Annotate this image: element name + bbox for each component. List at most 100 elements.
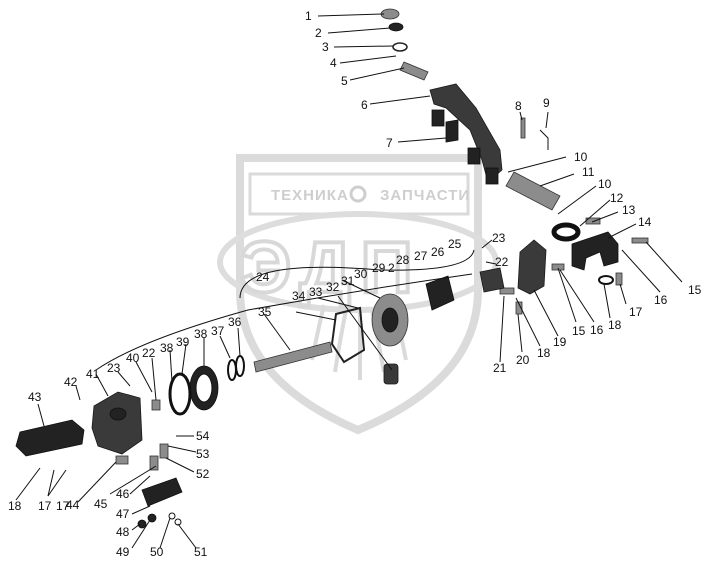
callout-46: 46 — [116, 487, 130, 501]
callout-16b: 16 — [590, 323, 604, 337]
part-20-bolt — [515, 301, 523, 315]
part-9-cotter — [539, 129, 549, 150]
callout-29: 29 — [372, 261, 386, 275]
part-5-pin — [399, 61, 429, 81]
watermark-logo-oval — [217, 211, 499, 313]
callout-42: 42 — [64, 375, 78, 389]
part-43-lever — [15, 419, 85, 457]
callout-23a: 23 — [492, 231, 506, 245]
callout-18b: 18 — [537, 346, 551, 360]
callout-17c: 17 — [56, 499, 70, 513]
watermark-shield — [236, 154, 482, 435]
part-44-nut — [115, 455, 129, 465]
part-36-37-rings — [227, 355, 245, 381]
parts — [15, 8, 649, 529]
callout-44: 44 — [66, 498, 80, 512]
callout-15b: 15 — [572, 324, 586, 338]
callout-38: 38 — [194, 327, 208, 341]
part-14-bracket — [571, 231, 619, 271]
part-41-housing — [91, 391, 143, 455]
callout-22b: 22 — [142, 346, 156, 360]
callout-5: 5 — [341, 74, 348, 88]
callout-25: 25 — [448, 237, 462, 251]
part-38-39-bearing — [168, 365, 219, 416]
callout-39: 39 — [176, 335, 190, 349]
callout-53: 53 — [196, 447, 210, 461]
callout-28: 28 — [396, 253, 410, 267]
part-25-plunger — [479, 267, 505, 293]
part-40-pin — [151, 399, 161, 411]
callout-15a: 15 — [688, 283, 702, 297]
callout-48: 48 — [116, 525, 130, 539]
part-35-shaft — [253, 341, 333, 373]
part-17-pin-right — [615, 272, 623, 286]
part-6-lever-arm — [429, 83, 503, 185]
part-8-bolt — [520, 117, 526, 139]
watermark: ТЕХНИКА ЗАПЧАСТИ ЭДП — [217, 154, 499, 435]
callout-43: 43 — [28, 390, 42, 404]
callout-20: 20 — [516, 353, 530, 367]
part-12-seal — [551, 222, 581, 242]
part-15-bolt — [631, 237, 649, 244]
callout-2b: 2 — [388, 261, 395, 275]
callout-13: 13 — [622, 203, 636, 217]
callout-40: 40 — [126, 351, 140, 365]
callout-3: 3 — [322, 40, 329, 54]
callout-18a: 18 — [608, 318, 622, 332]
callout-49: 49 — [116, 545, 130, 559]
part-45-46-fittings — [149, 443, 169, 471]
callout-54: 54 — [196, 429, 210, 443]
callout-16a: 16 — [654, 293, 668, 307]
part-48-49-bolts — [137, 513, 157, 529]
part-16-nut — [551, 263, 565, 271]
callout-23b: 23 — [107, 361, 121, 375]
callout-6: 6 — [361, 98, 368, 112]
watermark-text-right: ЗАПЧАСТИ — [380, 187, 470, 204]
callout-17b: 17 — [38, 499, 52, 513]
callout-17a: 17 — [629, 305, 643, 319]
callout-41: 41 — [86, 367, 100, 381]
callout-51: 51 — [194, 545, 208, 559]
callout-10a: 10 — [574, 150, 588, 164]
part-50-51-washers — [168, 512, 182, 526]
callout-8: 8 — [515, 99, 522, 113]
callout-18c: 18 — [8, 499, 22, 513]
part-32-screw — [383, 363, 399, 385]
watermark-gear-icon — [349, 185, 367, 203]
part-18-washer-right — [598, 275, 614, 285]
leader-lines — [15, 13, 683, 549]
callout-38b: 38 — [160, 341, 174, 355]
callout-30: 30 — [354, 267, 368, 281]
part-11-shaft — [505, 171, 561, 211]
callout-labels: 1 2 3 4 5 6 7 8 9 10 11 10 12 13 14 15 1… — [8, 9, 702, 559]
callout-14: 14 — [638, 215, 652, 229]
callout-37: 37 — [211, 324, 225, 338]
part-19-bracket — [517, 239, 547, 295]
callout-2: 2 — [315, 26, 322, 40]
callout-24: 24 — [256, 270, 270, 284]
callout-9: 9 — [543, 96, 550, 110]
callout-21: 21 — [493, 361, 507, 375]
callout-11: 11 — [582, 165, 595, 179]
part-34-gasket — [330, 306, 366, 364]
part-7-block — [445, 119, 459, 143]
watermark-text-left: ТЕХНИКА — [271, 187, 349, 204]
callout-34: 34 — [292, 289, 306, 303]
callout-47: 47 — [116, 507, 130, 521]
callout-33: 33 — [309, 285, 323, 299]
callout-32: 32 — [326, 280, 340, 294]
callout-35: 35 — [258, 305, 272, 319]
callout-19: 19 — [553, 335, 567, 349]
callout-7: 7 — [386, 136, 393, 150]
callout-27: 27 — [414, 249, 428, 263]
part-47-block — [141, 477, 183, 507]
callout-50: 50 — [150, 545, 164, 559]
callout-45: 45 — [94, 497, 108, 511]
callout-12: 12 — [610, 191, 624, 205]
callout-1: 1 — [305, 9, 312, 23]
callout-4: 4 — [330, 56, 337, 70]
callout-36: 36 — [228, 315, 242, 329]
part-31-flange — [371, 293, 409, 347]
part-2-washer — [388, 22, 404, 32]
